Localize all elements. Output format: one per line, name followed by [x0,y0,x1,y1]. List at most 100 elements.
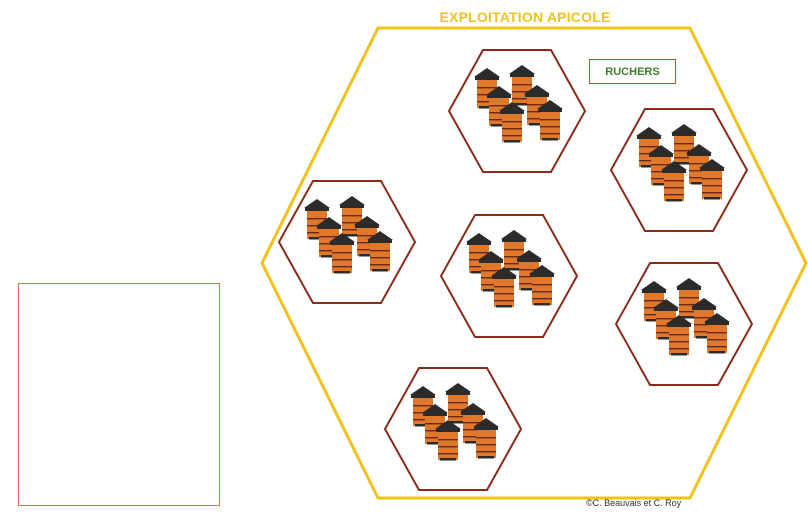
hive-lid [487,95,511,98]
hive-stripe [476,451,496,452]
apiaries-layer [279,50,752,490]
hive-stripe [669,348,689,349]
hive-stripe [664,194,684,195]
hive-lid [662,170,686,173]
apiary-1 [449,50,585,172]
hive-stripe [679,297,699,298]
hive-base [704,197,720,200]
empty-answer-box [18,283,220,506]
hive-stripe [332,252,352,253]
hive-base [542,138,558,141]
hive-stripe [476,437,496,438]
hive-stripe [540,126,560,127]
hive-lid [530,274,554,277]
hive-base [709,351,725,354]
hive-lid [700,168,724,171]
hive-lid [475,77,499,80]
hive-stripe [448,402,468,403]
hive-stripe [370,257,390,258]
hive-lid [467,242,491,245]
apiary-3 [279,181,415,303]
hive-stripe [476,444,496,445]
hive-base [671,353,687,356]
hive-lid [642,290,666,293]
hive-lid [446,392,470,395]
hive-lid [500,111,524,114]
hive-stripe [707,339,727,340]
hive-stripe [702,185,722,186]
hive-base [440,458,456,461]
hive-lid [538,109,562,112]
hive-lid [411,395,435,398]
apiary-5 [616,263,752,385]
hive-lid [317,226,341,229]
hive-stripe [332,259,352,260]
hive-stripe [707,332,727,333]
hive-lid [517,259,541,262]
hive-stripe [664,187,684,188]
hive-stripe [669,341,689,342]
hive-lid [330,242,354,245]
apiary-4 [441,215,577,337]
hive-stripe [532,298,552,299]
legend-ruchers: RUCHERS [589,59,676,84]
hive-stripe [639,146,659,147]
hive-stripe [669,334,689,335]
hive-lid [677,287,701,290]
hive-lid [654,308,678,311]
hive-stripe [469,252,489,253]
hive-lid [305,208,329,211]
hive-stripe [332,266,352,267]
hive-stripe [702,178,722,179]
hive-base [334,271,350,274]
hive-stripe [342,215,362,216]
hive-stripe [494,286,514,287]
hive-stripe [512,84,532,85]
hive-stripe [504,249,524,250]
hive-stripe [540,119,560,120]
hive-lid [667,324,691,327]
hive-lid [672,133,696,136]
hive-stripe [370,264,390,265]
hive-stripe [438,439,458,440]
hive-lid [423,413,447,416]
credit-text: ©C. Beauvais et C. Roy [586,498,681,508]
hive-stripe [370,250,390,251]
hive-lid [340,205,364,208]
hive-lid [510,74,534,77]
hive-stripe [502,128,522,129]
hive-lid [492,276,516,279]
hive-lid [687,153,711,156]
hive-lid [525,94,549,97]
hive-stripe [707,346,727,347]
hive-stripe [307,218,327,219]
hive-lid [637,136,661,139]
hive-stripe [540,133,560,134]
hive-lid [692,307,716,310]
hive-lid [649,154,673,157]
hive-lid [368,240,392,243]
hive-lid [479,260,503,263]
hive-base [666,199,682,202]
hive-base [372,269,388,272]
hive-stripe [477,87,497,88]
hive-stripe [494,293,514,294]
hive-stripe [502,121,522,122]
hive-stripe [664,180,684,181]
hive-stripe [413,405,433,406]
legend-label: RUCHERS [605,66,659,78]
hive-lid [461,412,485,415]
hive-stripe [438,453,458,454]
apiary-2 [611,109,747,231]
hive-stripe [644,300,664,301]
hive-lid [355,225,379,228]
apiary-6 [385,368,521,490]
hive-base [496,305,512,308]
hive-lid [502,239,526,242]
hive-base [478,456,494,459]
hive-stripe [502,135,522,136]
hive-stripe [702,192,722,193]
hive-lid [436,429,460,432]
hive-stripe [438,446,458,447]
hive-base [534,303,550,306]
